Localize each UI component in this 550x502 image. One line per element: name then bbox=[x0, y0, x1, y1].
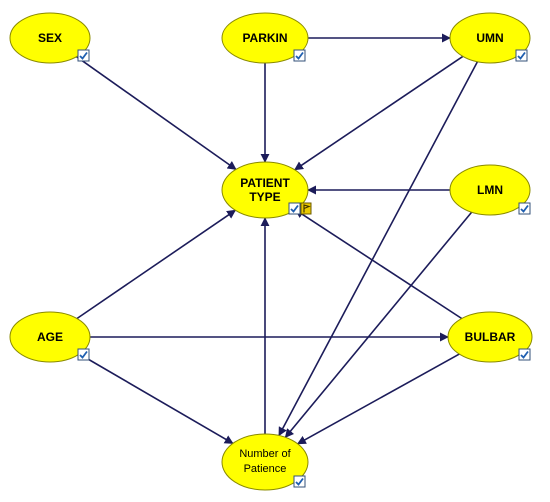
edge-umn-to-number-of-patience bbox=[278, 61, 479, 437]
node-number-of-patience[interactable]: Number of Patience bbox=[221, 433, 309, 491]
node-lmn-ellipse bbox=[449, 164, 531, 216]
node-bulbar[interactable]: BULBAR bbox=[447, 311, 533, 363]
checked-checkbox-icon[interactable] bbox=[518, 202, 531, 215]
node-patient-type-label: PATIENT bbox=[240, 176, 290, 190]
edge-lmn-to-number-of-patience bbox=[284, 211, 473, 438]
node-age[interactable]: AGE bbox=[9, 311, 91, 363]
node-number-of-patience-label: Number of bbox=[239, 448, 291, 460]
flag-icon[interactable] bbox=[300, 202, 312, 215]
edge-bulbar-to-number-of-patience bbox=[296, 353, 460, 445]
edge-age-to-number-of-patience bbox=[78, 353, 234, 445]
edge-age-to-patient-type bbox=[76, 209, 237, 320]
checked-checkbox-icon[interactable] bbox=[77, 49, 90, 62]
edges-layer bbox=[76, 33, 479, 445]
node-number-of-patience-ellipse bbox=[221, 433, 309, 491]
edge-bulbar-to-patient-type bbox=[294, 209, 463, 320]
node-umn-ellipse bbox=[449, 12, 531, 64]
node-bulbar-label: BULBAR bbox=[465, 330, 516, 344]
edge-umn-to-patient-type bbox=[294, 55, 464, 171]
node-parkin-ellipse bbox=[221, 12, 309, 64]
node-sex-ellipse bbox=[9, 12, 91, 64]
node-sex[interactable]: SEX bbox=[9, 12, 91, 64]
node-age-ellipse bbox=[9, 311, 91, 363]
node-lmn-label: LMN bbox=[477, 183, 503, 197]
checked-checkbox-icon[interactable] bbox=[293, 475, 306, 488]
node-lmn[interactable]: LMN bbox=[449, 164, 531, 216]
checked-checkbox-icon[interactable] bbox=[293, 49, 306, 62]
edge-sex-to-patient-type bbox=[76, 56, 237, 171]
node-age-label: AGE bbox=[37, 330, 63, 344]
checked-checkbox-icon[interactable] bbox=[77, 348, 90, 361]
nodes-layer: SEX PARKIN UMN PA bbox=[9, 12, 533, 491]
node-patient-type[interactable]: PATIENT TYPE bbox=[221, 161, 312, 219]
node-parkin-label: PARKIN bbox=[242, 31, 287, 45]
node-sex-label: SEX bbox=[38, 31, 62, 45]
node-patient-type-label: TYPE bbox=[249, 190, 280, 204]
node-umn-label: UMN bbox=[476, 31, 503, 45]
node-number-of-patience-label: Patience bbox=[244, 463, 287, 475]
checked-checkbox-icon[interactable] bbox=[515, 49, 528, 62]
node-patient-type-ellipse bbox=[221, 161, 309, 219]
checked-checkbox-icon[interactable] bbox=[288, 202, 301, 215]
node-parkin[interactable]: PARKIN bbox=[221, 12, 309, 64]
checked-checkbox-icon[interactable] bbox=[518, 348, 531, 361]
node-bulbar-ellipse bbox=[447, 311, 533, 363]
node-umn[interactable]: UMN bbox=[449, 12, 531, 64]
